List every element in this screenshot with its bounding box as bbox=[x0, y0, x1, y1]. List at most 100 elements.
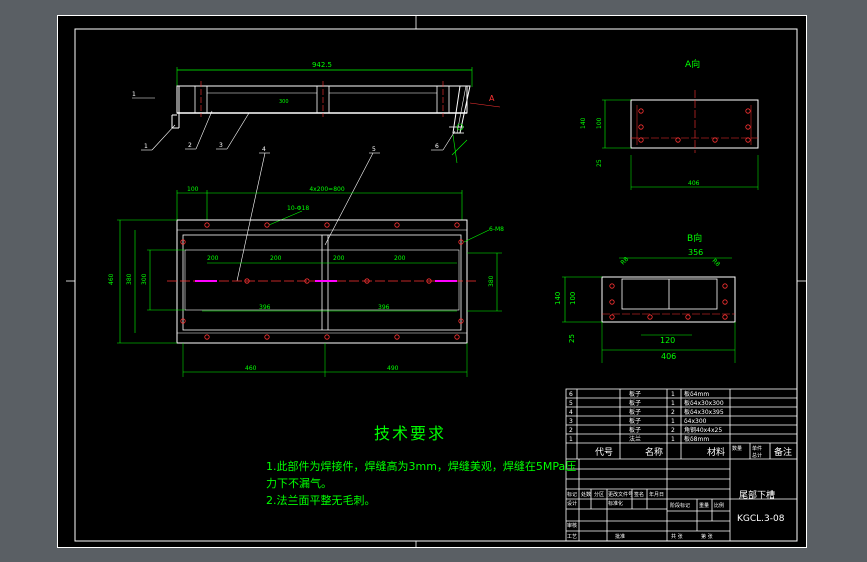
hdr-remark: 备注 bbox=[774, 446, 792, 458]
bom-cell: 1 bbox=[569, 436, 573, 443]
tb-sheet: 第 张 bbox=[701, 533, 713, 540]
dim-bottom-right: 490 bbox=[387, 365, 399, 372]
flange-hole bbox=[609, 299, 615, 305]
callout-6: 6 bbox=[435, 143, 439, 150]
view-b-h1: 140 bbox=[554, 292, 562, 305]
tb-std: 标准化 bbox=[608, 500, 623, 507]
dim-inner-right: 396 bbox=[378, 304, 390, 311]
bom-cell: 板子 bbox=[629, 399, 641, 407]
view-b-r2: R8 bbox=[711, 257, 722, 268]
weld-mark: 6-M8 bbox=[489, 226, 504, 233]
side-view: 942.5 300 bbox=[132, 61, 501, 282]
hdr-single: 单件 bbox=[752, 445, 762, 452]
view-b-width-top: 356 bbox=[688, 248, 703, 257]
view-b-width: 406 bbox=[661, 352, 676, 361]
dim-top-length: 942.5 bbox=[312, 61, 332, 69]
dim-spacing-1: 200 bbox=[207, 255, 219, 262]
dim-plan-holes: 10-Φ18 bbox=[287, 205, 309, 212]
view-a-h1: 140 bbox=[580, 117, 587, 129]
view-a: A向 140 100 25 406 bbox=[580, 58, 759, 190]
flange-hole bbox=[675, 137, 681, 143]
view-b: B向 356 R8 R8 140 100 25 120 bbox=[554, 232, 736, 363]
dim-plan-mid: 380 bbox=[126, 273, 133, 285]
view-a-h2: 100 bbox=[596, 117, 603, 129]
flange-hole bbox=[180, 318, 186, 324]
bom-cell: 1 bbox=[671, 418, 675, 425]
sheet-border-outer bbox=[57, 15, 807, 548]
flange-hole bbox=[324, 334, 330, 340]
flange-hole bbox=[180, 239, 186, 245]
center-hole bbox=[426, 278, 432, 284]
bom-cell: 板子 bbox=[629, 390, 641, 398]
flange-hole bbox=[722, 283, 728, 289]
bom-cell: 3 bbox=[569, 418, 573, 425]
dim-spacing-3: 200 bbox=[333, 255, 345, 262]
bom-cell: 2 bbox=[671, 427, 675, 434]
tb-approve: 批准 bbox=[615, 533, 625, 540]
flange-hole bbox=[609, 314, 615, 320]
bom-cell: 5 bbox=[569, 400, 573, 407]
note-line-1: 1.此部件为焊接件，焊缝高为3mm，焊缝美观，焊缝在5MPa压 bbox=[266, 460, 577, 473]
drawing-code: KGCL.3-08 bbox=[737, 514, 785, 524]
flange-hole bbox=[685, 314, 691, 320]
bom-cell: δ4x300 bbox=[684, 418, 707, 425]
bom-cell: 1 bbox=[671, 391, 675, 398]
flange-hole bbox=[745, 108, 751, 114]
bom-cell: 1 bbox=[671, 436, 675, 443]
tb-date: 年月日 bbox=[649, 491, 664, 498]
title-block bbox=[565, 388, 798, 542]
bom-cell: 板δ4mm bbox=[684, 390, 709, 398]
bom-cell: 板δ4x30x395 bbox=[684, 408, 724, 416]
flange-hole bbox=[454, 222, 460, 228]
hdr-total: 总计 bbox=[752, 452, 762, 459]
bom-cell: 板子 bbox=[629, 417, 641, 425]
flange-hole bbox=[264, 222, 270, 228]
bom-cell: 板δ4x30x300 bbox=[684, 399, 724, 407]
svg-text:1: 1 bbox=[132, 91, 136, 98]
callout-2: 2 bbox=[188, 142, 192, 149]
bom-cell: 1 bbox=[671, 400, 675, 407]
tb-count: 处数 bbox=[581, 491, 591, 498]
notes-title: 技术要求 bbox=[374, 424, 447, 443]
bom-cell: 4 bbox=[569, 409, 573, 416]
section-arrow-label: A bbox=[489, 94, 495, 103]
view-b-label: B向 bbox=[687, 232, 702, 244]
tb-scale: 比例 bbox=[714, 502, 724, 509]
center-hole bbox=[364, 278, 370, 284]
dim-right-height: 380 bbox=[488, 275, 495, 287]
view-b-mid: 120 bbox=[660, 336, 675, 345]
view-b-r1: R8 bbox=[619, 256, 630, 267]
flange-hole bbox=[609, 283, 615, 289]
bom-cell: 板δ8mm bbox=[684, 435, 709, 443]
bom-cell: 板子 bbox=[629, 426, 641, 434]
flange-hole bbox=[458, 318, 464, 324]
hdr-material: 材料 bbox=[707, 446, 725, 458]
note-line-3: 2.法兰面平整无毛刺。 bbox=[266, 494, 376, 507]
flange-hole bbox=[454, 334, 460, 340]
tb-change: 更改文件号 bbox=[608, 491, 633, 498]
tb-design: 设计 bbox=[567, 500, 577, 507]
callout-3: 3 bbox=[219, 142, 223, 149]
flange-hole bbox=[712, 137, 718, 143]
tb-zone: 分区 bbox=[594, 491, 604, 498]
bom-cell: 角钢40x4x25 bbox=[684, 426, 722, 434]
flange-hole bbox=[638, 137, 644, 143]
view-a-label: A向 bbox=[685, 58, 700, 70]
bom-cell: 法兰 bbox=[629, 435, 641, 443]
view-b-h2: 100 bbox=[569, 292, 577, 305]
flange-hole bbox=[324, 222, 330, 228]
flange-hole bbox=[204, 222, 210, 228]
center-hole bbox=[244, 278, 250, 284]
bom-cell: 6 bbox=[569, 391, 573, 398]
flange-hole bbox=[458, 239, 464, 245]
tb-weight: 重量 bbox=[699, 502, 709, 509]
flange-hole bbox=[394, 334, 400, 340]
tb-craft: 工艺 bbox=[567, 534, 577, 540]
callout-4: 4 bbox=[262, 146, 266, 153]
hdr-name: 名称 bbox=[645, 446, 663, 458]
dim-spacing-2: 200 bbox=[270, 255, 282, 262]
flange-hole bbox=[264, 334, 270, 340]
view-a-h3: 25 bbox=[596, 159, 603, 167]
bom-cell: 2 bbox=[569, 427, 573, 434]
